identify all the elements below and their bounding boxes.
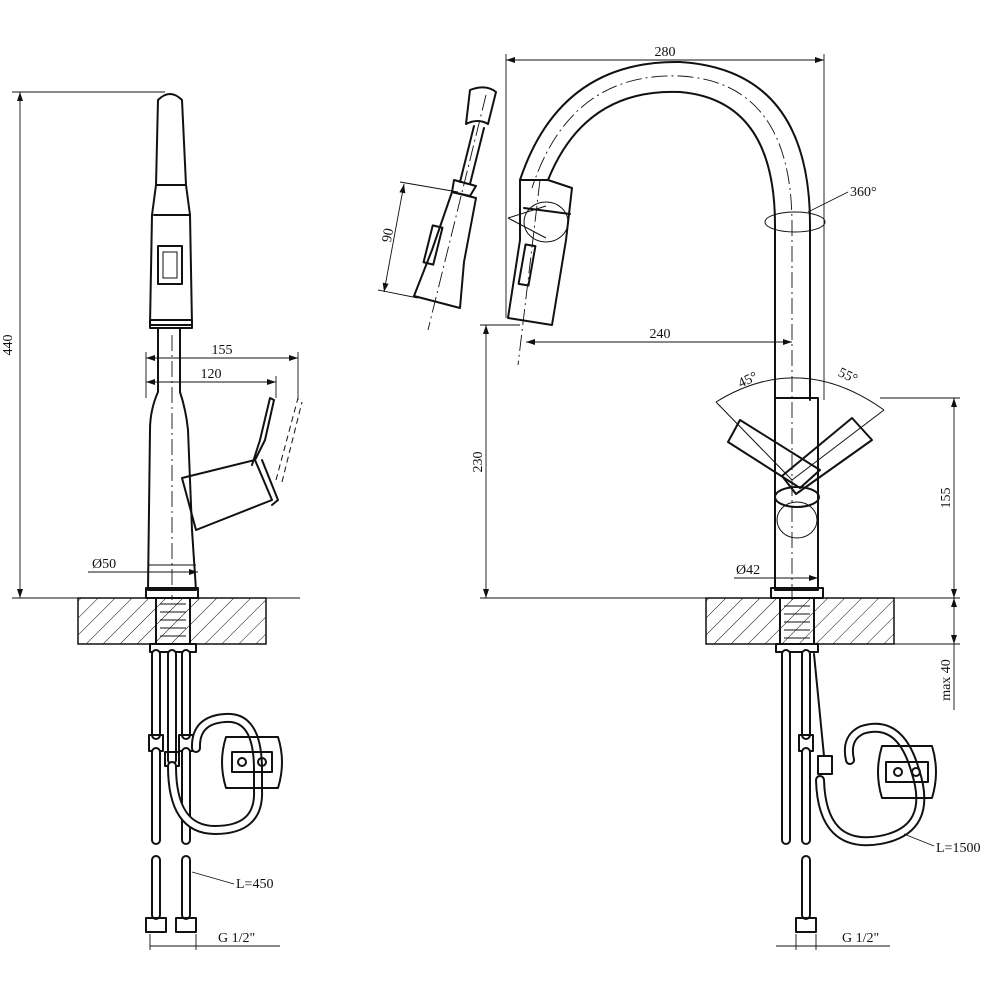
side-faucet-body xyxy=(147,327,197,591)
side-thread-label: G 1/2" xyxy=(218,931,255,946)
front-gooseneck-spout xyxy=(547,90,776,401)
side-lever-handle xyxy=(181,459,273,531)
side-sensor-box xyxy=(221,736,283,789)
front-view: 360° 90 280 240 xyxy=(377,45,980,950)
front-width-label: 280 xyxy=(655,45,676,60)
front-faucet-body xyxy=(774,397,819,591)
front-handle-angle-left-label: 45° xyxy=(736,370,760,392)
front-rotation-label: 360° xyxy=(850,185,877,200)
front-base-diameter-label: Ø42 xyxy=(736,563,760,578)
side-spray-button xyxy=(157,245,183,285)
front-spout-reach-label: 240 xyxy=(650,327,671,342)
front-thread-label: G 1/2" xyxy=(842,931,879,946)
front-supply-hoses xyxy=(781,649,926,933)
front-spray-head xyxy=(507,179,573,326)
front-lever-handles xyxy=(715,377,885,495)
front-detached-spray-head xyxy=(413,86,497,331)
side-view: 440 155 120 Ø50 L=450 G 1/2" xyxy=(1,91,303,950)
side-spout-reach-label: 120 xyxy=(201,367,222,382)
front-rotation-ellipse xyxy=(764,211,826,233)
side-spray-head xyxy=(149,93,193,326)
front-max-thickness-label: max 40 xyxy=(939,659,954,701)
side-supply-hoses xyxy=(145,649,264,933)
front-countertop xyxy=(705,597,895,645)
front-sensor-box xyxy=(877,745,937,799)
side-height-label: 440 xyxy=(1,335,16,356)
side-base-diameter-label: Ø50 xyxy=(92,557,116,572)
front-spout-height-label: 230 xyxy=(471,452,486,473)
side-countertop xyxy=(77,597,267,645)
front-hose-length-label: L=1500 xyxy=(936,841,980,856)
front-head-length-label: 90 xyxy=(380,227,397,243)
side-hose-length-label: L=450 xyxy=(236,877,273,892)
front-handle-angle-right-label: 55° xyxy=(836,365,860,387)
side-lever-reach-label: 155 xyxy=(212,343,233,358)
front-body-height-label: 155 xyxy=(939,488,954,509)
